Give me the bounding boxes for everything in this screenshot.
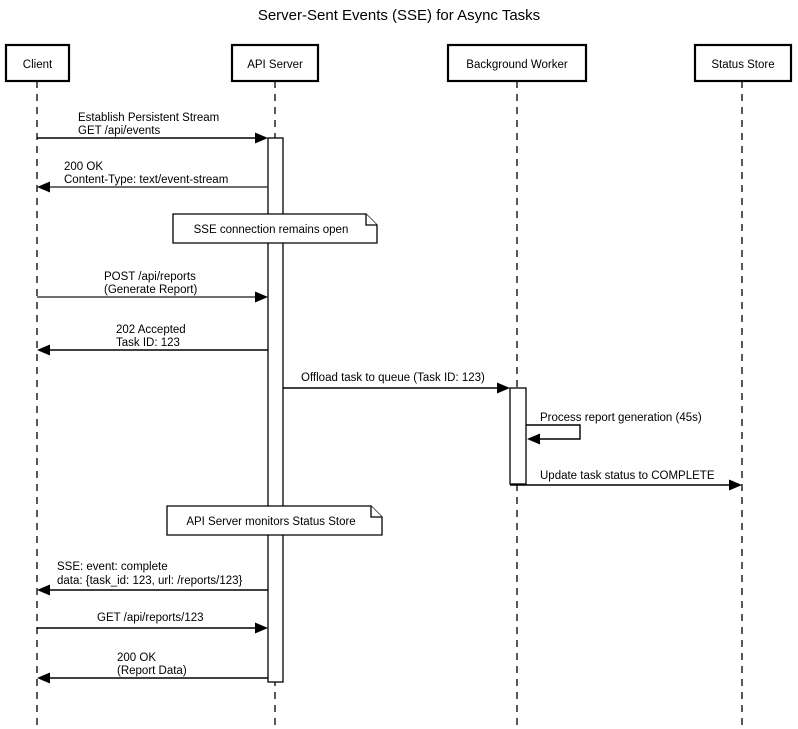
participant-label-client: Client <box>23 59 53 71</box>
arrowhead-right-icon <box>729 479 742 491</box>
activation-bar-api-server <box>267 137 284 683</box>
note-text: API Server monitors Status Store <box>186 516 355 528</box>
note-fold-corner-icon <box>370 506 382 518</box>
note-text: SSE connection remains open <box>194 224 349 236</box>
message-sse-complete-event: SSE: event: complete data: {task_id: 123… <box>37 561 268 596</box>
arrowhead-right-icon <box>255 622 268 634</box>
arrowhead-left-icon <box>527 433 540 445</box>
participant-label-background-worker: Background Worker <box>466 59 568 71</box>
participant-background-worker[interactable]: Background Worker <box>446 43 588 83</box>
activation-bar-background-worker <box>509 387 527 485</box>
message-label-line1: Update task status to COMPLETE <box>540 470 715 482</box>
message-label-line2: GET /api/events <box>78 125 160 137</box>
message-establish-stream: Establish Persistent Stream GET /api/eve… <box>37 112 268 144</box>
participant-box-client <box>4 43 71 83</box>
message-label-line1: Establish Persistent Stream <box>78 112 219 124</box>
message-label-line1: Process report generation (45s) <box>540 412 702 424</box>
participant-box-status-store <box>693 43 793 83</box>
message-post-reports: POST /api/reports (Generate Report) <box>37 271 268 303</box>
note-box-shape <box>166 505 383 536</box>
message-report-200-ok: 200 OK (Report Data) <box>37 652 268 684</box>
message-label-line2: Task ID: 123 <box>116 337 180 349</box>
arrowhead-right-icon <box>255 132 268 144</box>
participant-label-api-server: API Server <box>247 59 303 71</box>
message-process-report: Process report generation (45s) <box>526 412 702 445</box>
arrowhead-left-icon <box>37 181 50 193</box>
message-label-line1: 200 OK <box>64 161 103 173</box>
message-line-self-loop <box>526 424 581 440</box>
message-label-line1: Offload task to queue (Task ID: 123) <box>301 372 485 384</box>
arrowhead-right-icon <box>255 291 268 303</box>
participant-label-status-store: Status Store <box>711 59 774 71</box>
message-label-line2: (Report Data) <box>117 665 187 677</box>
participant-status-store[interactable]: Status Store <box>693 43 793 83</box>
message-label-line1: 202 Accepted <box>116 324 186 336</box>
message-label-line1: SSE: event: complete <box>57 561 168 573</box>
arrowhead-left-icon <box>37 672 50 684</box>
arrowhead-left-icon <box>37 344 50 356</box>
message-label-line1: POST /api/reports <box>104 271 196 283</box>
page-title: Server-Sent Events (SSE) for Async Tasks <box>258 7 540 24</box>
message-update-status: Update task status to COMPLETE <box>510 470 742 491</box>
message-202-accepted: 202 Accepted Task ID: 123 <box>37 324 268 356</box>
note-box-shape <box>172 213 378 244</box>
message-label-line1: GET /api/reports/123 <box>97 612 204 624</box>
message-label-line2: Content-Type: text/event-stream <box>64 174 228 186</box>
note-sse-open: SSE connection remains open <box>172 213 378 244</box>
participant-api-server[interactable]: API Server <box>230 43 320 83</box>
message-get-report: GET /api/reports/123 <box>37 612 268 634</box>
participant-box-api-server <box>230 43 320 83</box>
participant-box-background-worker <box>446 43 588 83</box>
message-sse-200-ok: 200 OK Content-Type: text/event-stream <box>37 161 268 193</box>
arrowhead-left-icon <box>37 584 50 596</box>
arrowhead-right-icon <box>497 382 510 394</box>
participant-client[interactable]: Client <box>4 43 71 83</box>
note-monitors-store: API Server monitors Status Store <box>166 505 383 536</box>
note-fold-corner-icon <box>365 214 377 226</box>
message-label-line2: data: {task_id: 123, url: /reports/123} <box>57 575 243 587</box>
message-label-line1: 200 OK <box>117 652 156 664</box>
message-label-line2: (Generate Report) <box>104 284 197 296</box>
message-offload-task: Offload task to queue (Task ID: 123) <box>283 372 510 394</box>
